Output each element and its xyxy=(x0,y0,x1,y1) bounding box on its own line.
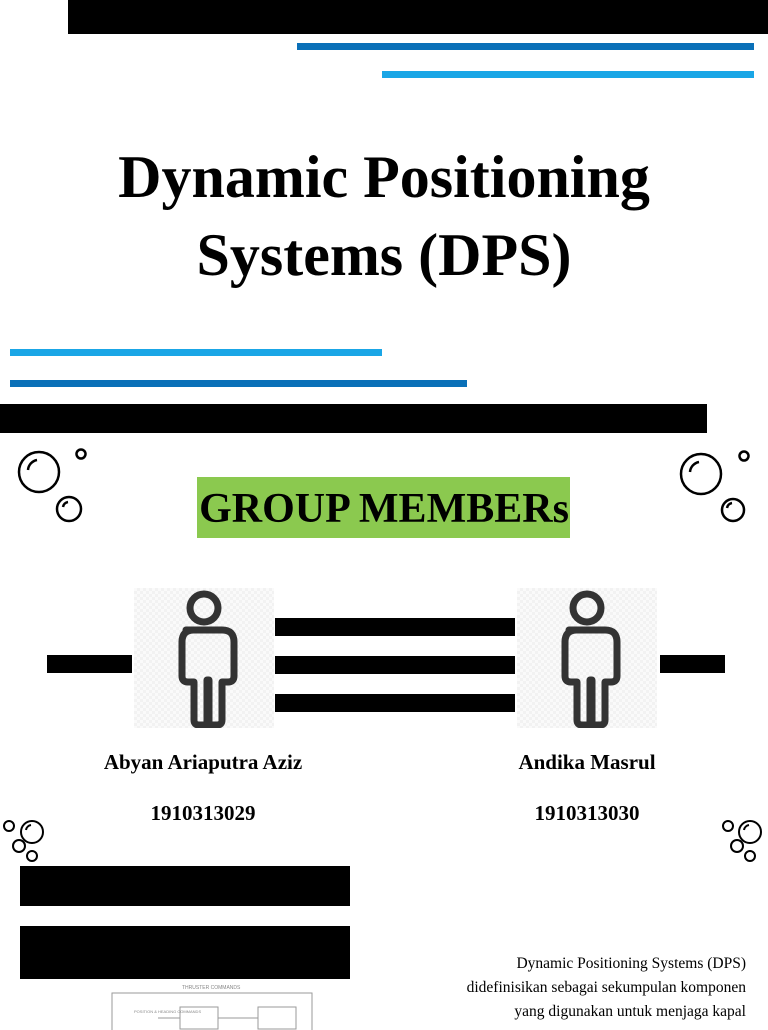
bubbles-icon xyxy=(722,820,762,862)
top-blue-bar-light xyxy=(382,71,754,78)
description-line-2: didefinisikan sebagai sekumpulan kompone… xyxy=(466,979,746,996)
heading-highlight xyxy=(197,477,570,538)
description-line-1: Dynamic Positioning Systems (DPS) xyxy=(516,955,746,972)
title-line-2: Systems (DPS) xyxy=(196,222,572,288)
member-2-name: Andika Masrul xyxy=(518,750,656,774)
connector-middle-3 xyxy=(275,694,515,712)
mid-blue-bar-light xyxy=(10,349,382,356)
group-members-heading: GROUP MEMBERs xyxy=(199,486,569,532)
connector-left xyxy=(47,655,132,673)
member-avatar-2 xyxy=(517,588,657,729)
top-blue-bar-dark xyxy=(297,43,754,50)
member-2-id: 1910313030 xyxy=(534,801,640,825)
description-line-3: yang digunakan untuk menjaga kapal xyxy=(514,1003,746,1020)
top-black-bar xyxy=(68,0,768,34)
bottom-black-block-1 xyxy=(20,866,350,906)
member-1-name: Abyan Ariaputra Aziz xyxy=(103,750,303,774)
title-line-1: Dynamic Positioning xyxy=(118,144,650,210)
page-title: Dynamic Positioning Systems (DPS) xyxy=(0,138,768,294)
dps-block-diagram: THRUSTER COMMANDS POSITION & HEADING COM… xyxy=(111,985,313,1030)
description-text: Dynamic Positioning Systems (DPS) didefi… xyxy=(386,952,746,1024)
mid-blue-bar-dark xyxy=(10,380,467,387)
bottom-black-block-2 xyxy=(20,926,350,979)
bubbles-icon xyxy=(679,450,750,523)
connector-middle-2 xyxy=(275,656,515,674)
diagram-caption: THRUSTER COMMANDS xyxy=(182,985,241,991)
person-icon xyxy=(178,590,238,729)
connector-right xyxy=(660,655,725,673)
bubbles-icon xyxy=(3,820,44,862)
bubbles-icon xyxy=(17,448,87,523)
person-icon xyxy=(561,590,621,729)
mid-black-bar xyxy=(0,404,707,433)
member-avatar-1 xyxy=(134,588,274,729)
diagram-side-label: POSITION & HEADING COMMANDS xyxy=(134,1009,201,1014)
member-1-id: 1910313029 xyxy=(150,801,256,825)
connector-middle-1 xyxy=(275,618,515,636)
